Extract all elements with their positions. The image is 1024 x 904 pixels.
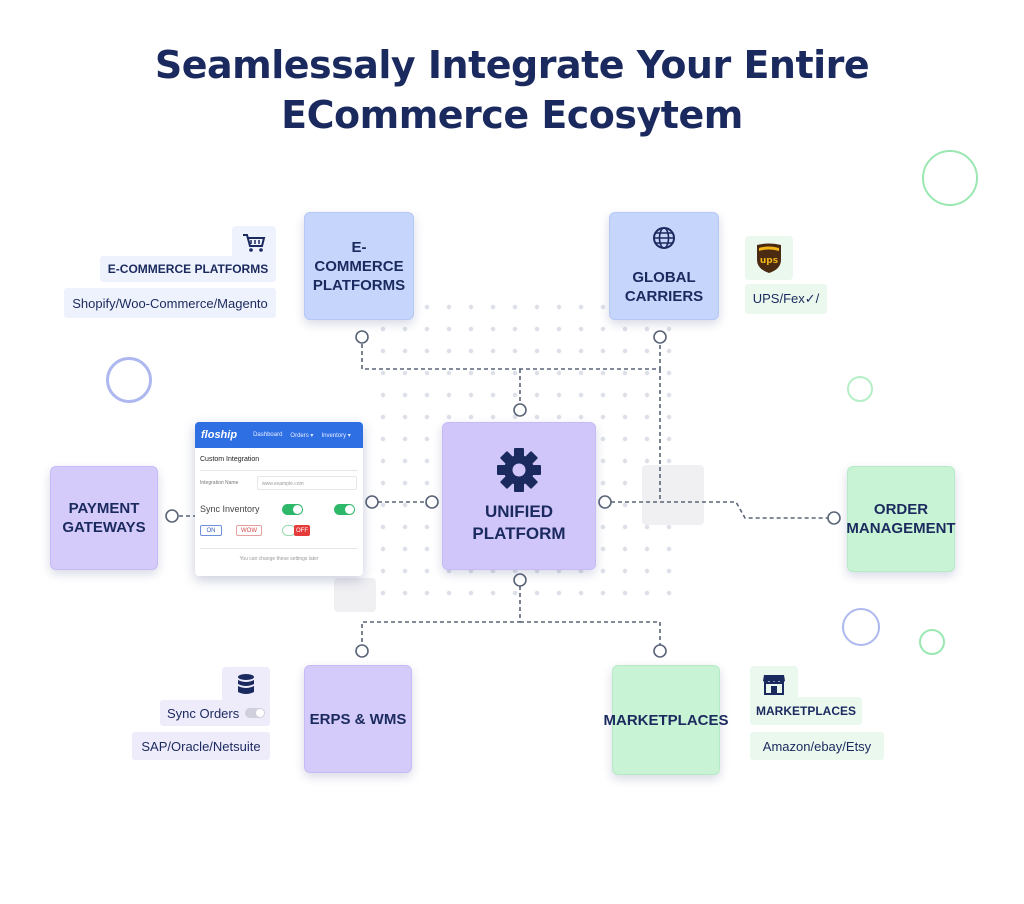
order-connector <box>611 501 828 519</box>
node-label: ORDER <box>873 501 929 518</box>
bottom-right-connector <box>520 621 661 645</box>
erps-wms-node[interactable]: ERPS & WMS <box>304 665 412 773</box>
connector-port <box>653 330 667 344</box>
sync-orders-chip: Sync Orders <box>160 700 270 726</box>
ups-logo-icon: ups <box>757 243 781 273</box>
node-label: CARRIERS <box>624 288 704 305</box>
connector-port <box>653 644 667 658</box>
background-shade <box>334 578 376 612</box>
node-label: PLATFORMS <box>312 276 406 294</box>
connector-port <box>365 495 379 509</box>
node-label: ERPS & WMS <box>309 710 407 728</box>
panel-footer-note: You can change these settings later <box>239 556 319 562</box>
node-label: PLATFORM <box>472 524 566 543</box>
connector-port <box>355 644 369 658</box>
unified-platform-node[interactable]: UNIFIED PLATFORM <box>442 422 596 570</box>
store-chip <box>750 666 798 702</box>
divider <box>200 470 358 471</box>
connector-port <box>355 330 369 344</box>
on-button[interactable]: ON <box>200 525 222 536</box>
database-icon <box>238 674 254 694</box>
node-label: GATEWAYS <box>62 519 146 536</box>
floship-logo: floship <box>201 429 238 441</box>
top-connector <box>361 344 661 370</box>
sync-orders-toggle[interactable] <box>245 708 266 718</box>
erp-list: SAP/Oracle/Netsuite <box>132 732 270 760</box>
decorative-ring <box>922 150 978 206</box>
nav-orders[interactable]: Orders ▾ <box>290 432 314 439</box>
connector-port <box>827 511 841 525</box>
node-label: E-COMMERCE <box>314 238 404 275</box>
marketplaces-list: Amazon/ebay/Etsy <box>750 732 884 760</box>
order-management-node[interactable]: ORDER MANAGEMENT <box>846 466 956 572</box>
decorative-ring <box>919 629 945 655</box>
node-label: GLOBAL <box>632 269 696 286</box>
globe-icon <box>653 227 675 249</box>
connector-port <box>425 495 439 509</box>
sync-orders-label: Sync Orders <box>167 705 240 721</box>
panel-section-title: Custom Integration <box>200 456 260 463</box>
sync-toggle-b[interactable] <box>334 504 355 515</box>
integration-name-input[interactable]: www.example.com <box>257 476 357 490</box>
global-carriers-node[interactable]: GLOBAL CARRIERS <box>609 212 719 320</box>
marketplaces-node[interactable]: MARKETPLACES <box>604 665 729 775</box>
nav-dashboard[interactable]: Dashboard <box>253 432 283 438</box>
off-button[interactable]: OFF <box>294 525 310 536</box>
node-label: PAYMENT <box>68 500 140 517</box>
ecommerce-platforms-node[interactable]: E-COMMERCE PLATFORMS <box>304 212 414 320</box>
title-line-1: Seamlessaly Integrate Your Entire <box>154 43 870 87</box>
wow-button[interactable]: WOW <box>236 525 262 536</box>
integration-name-label: Integration Name <box>200 480 239 486</box>
bottom-left-connector <box>361 586 521 645</box>
sync-toggle-a[interactable] <box>282 504 303 515</box>
divider <box>200 548 358 549</box>
database-chip <box>222 667 270 703</box>
ups-chip: ups <box>745 236 793 280</box>
cart-chip <box>232 226 276 260</box>
title-line-2: ECommerce Ecosytem <box>281 93 743 137</box>
payment-gateways-node[interactable]: PAYMENT GATEWAYS <box>50 466 158 570</box>
decorative-ring <box>106 357 152 403</box>
node-label: UNIFIED <box>485 502 553 521</box>
ecommerce-platforms-list: Shopify/Woo-Commerce/Magento <box>64 288 276 318</box>
page-title: Seamlessaly Integrate Your Entire EComme… <box>0 40 1024 140</box>
gear-icon <box>497 448 541 492</box>
connector-port <box>165 509 179 523</box>
decorative-ring <box>842 608 880 646</box>
connector-port <box>513 403 527 417</box>
sync-inventory-label: Sync Inventory <box>200 504 260 514</box>
shopping-cart-icon <box>243 234 266 252</box>
background-shade <box>642 465 704 525</box>
node-label: MANAGEMENT <box>846 520 956 537</box>
storefront-icon <box>763 675 785 695</box>
decorative-ring <box>847 376 873 402</box>
ecommerce-platforms-tag: E-COMMERCE PLATFORMS <box>100 256 276 282</box>
panel-header: floship Dashboard Orders ▾ Inventory ▾ <box>195 422 363 448</box>
carriers-list: UPS/Fex✓/ <box>745 284 827 314</box>
nav-inventory[interactable]: Inventory ▾ <box>321 432 351 439</box>
integration-settings-panel: floship Dashboard Orders ▾ Inventory ▾ C… <box>195 422 363 576</box>
node-label: MARKETPLACES <box>603 711 729 729</box>
ups-logo-text: ups <box>760 256 778 266</box>
marketplaces-tag: MARKETPLACES <box>750 697 862 725</box>
connector-port <box>513 573 527 587</box>
connector-port <box>598 495 612 509</box>
